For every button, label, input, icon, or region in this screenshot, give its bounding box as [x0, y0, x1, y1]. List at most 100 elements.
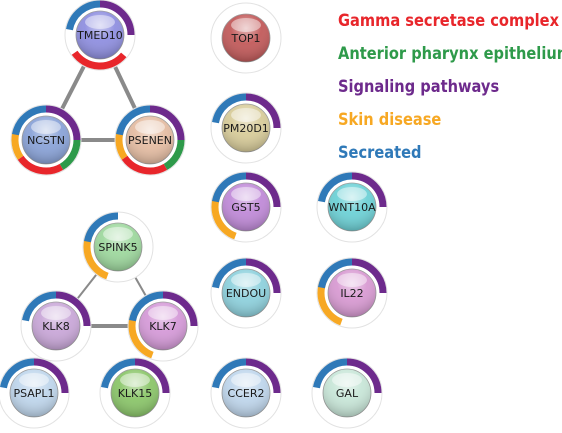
annotation-arc-gamma-secretase-complex [17, 155, 64, 175]
annotation-arc-secreated [318, 258, 353, 289]
annotation-arc-signaling-pathways [162, 291, 198, 327]
annotation-arc-secreated [101, 358, 136, 389]
node-ball-highlight [19, 373, 49, 387]
annotation-arc-signaling-pathways [134, 358, 170, 394]
annotation-arc-gamma-secretase-complex [71, 50, 127, 70]
node-ball-shine [76, 11, 124, 59]
annotation-arc-secreated [22, 291, 57, 322]
node-ccer2[interactable]: CCER2 [210, 357, 282, 429]
node-ball-shine [139, 302, 187, 350]
node-label: GST5 [231, 201, 260, 214]
node-ball-shine [22, 116, 70, 164]
annotation-arc-signaling-pathways [351, 258, 387, 294]
node-psapl1[interactable]: PSAPL1 [0, 357, 70, 429]
node-tmed10[interactable]: TMED10 [64, 0, 136, 71]
annotation-arc-secreated [116, 105, 151, 136]
node-label: KLK15 [118, 387, 153, 400]
node-pm20d1[interactable]: PM20D1 [210, 92, 282, 164]
annotation-arc-signaling-pathways [346, 358, 382, 394]
annotation-arc-secreated [129, 291, 164, 322]
node-ncstn[interactable]: NCSTN [10, 104, 82, 176]
node-label: KLK7 [149, 320, 177, 333]
node-klk8[interactable]: KLK8 [20, 290, 92, 362]
node-ball-highlight [231, 373, 261, 387]
node-label: NCSTN [27, 134, 65, 147]
annotation-arc-secreated [12, 105, 47, 136]
node-ball-shine [222, 14, 270, 62]
node-ball-shine [328, 183, 376, 231]
node-wnt10a[interactable]: WNT10A [316, 171, 388, 243]
annotation-arc-secreated [318, 172, 353, 203]
annotation-arc-signaling-pathways [149, 105, 185, 141]
annotation-arc-signaling-pathways [245, 93, 281, 129]
node-label: PSENEN [128, 134, 172, 147]
legend: Gamma secretase complex Anterior pharynx… [338, 5, 562, 170]
node-ball-highlight [231, 187, 261, 201]
node-ball-shine [323, 369, 371, 417]
annotation-arc-secreated [313, 358, 348, 389]
node-endou[interactable]: ENDOU [210, 257, 282, 329]
node-gal[interactable]: GAL [311, 357, 383, 429]
annotation-arc-signaling-pathways [45, 105, 81, 141]
node-ball-highlight [231, 273, 261, 287]
node-ball-shine [222, 369, 270, 417]
node-ball-highlight [332, 373, 362, 387]
node-ball-highlight [31, 120, 61, 134]
annotation-arc-secreated [212, 258, 247, 289]
annotation-arc-signaling-pathways [245, 358, 281, 394]
annotation-arc-signaling-pathways [351, 172, 387, 208]
node-ball-shine [94, 223, 142, 271]
node-label: PM20D1 [223, 122, 269, 135]
node-ball-highlight [120, 373, 150, 387]
node-ball-highlight [231, 18, 261, 32]
node-ball-shine [10, 369, 58, 417]
node-ball-highlight [231, 108, 261, 122]
node-gst5[interactable]: GST5 [210, 171, 282, 243]
annotation-arc-secreated [212, 358, 247, 389]
node-label: ENDOU [226, 287, 266, 300]
node-ball-highlight [337, 273, 367, 287]
annotation-arc-anterior-pharynx-epithelium [163, 139, 185, 170]
annotation-arc-secreated [0, 358, 35, 389]
node-top1[interactable]: TOP1 [210, 2, 282, 74]
annotation-arc-signaling-pathways [33, 358, 69, 394]
node-label: PSAPL1 [13, 387, 54, 400]
legend-item-gamma-secretase-complex: Gamma secretase complex [338, 11, 560, 31]
node-label: KLK8 [42, 320, 70, 333]
legend-item-skin-disease: Skin disease [338, 110, 442, 130]
node-ball-highlight [135, 120, 165, 134]
node-klk7[interactable]: KLK7 [127, 290, 199, 362]
node-psenen[interactable]: PSENEN [114, 104, 186, 176]
annotation-arc-anterior-pharynx-epithelium [59, 139, 81, 170]
annotation-arc-secreated [212, 93, 247, 124]
node-label: TOP1 [230, 32, 260, 45]
legend-item-anterior-pharynx-epithelium: Anterior pharynx epithelium [338, 44, 562, 64]
node-label: WNT10A [328, 201, 376, 214]
legend-item-signaling-pathways: Signaling pathways [338, 77, 500, 97]
node-ball-highlight [148, 306, 178, 320]
node-ball-shine [111, 369, 159, 417]
annotation-arc-signaling-pathways [245, 172, 281, 208]
node-ball-shine [222, 104, 270, 152]
node-label: GAL [336, 387, 359, 400]
annotation-arc-gamma-secretase-complex [121, 155, 168, 175]
node-klk15[interactable]: KLK15 [99, 357, 171, 429]
annotation-arc-signaling-pathways [99, 0, 135, 36]
node-ball-highlight [337, 187, 367, 201]
legend-item-secreated: Secreated [338, 143, 422, 163]
node-label: TMED10 [76, 29, 123, 42]
annotation-arc-secreated [66, 0, 101, 31]
node-spink5[interactable]: SPINK5 [82, 211, 154, 283]
node-ball-shine [328, 269, 376, 317]
node-ball-shine [222, 269, 270, 317]
annotation-arc-secreated [84, 212, 119, 243]
node-ball-shine [126, 116, 174, 164]
node-label: IL22 [340, 287, 363, 300]
annotation-arc-secreated [212, 172, 247, 203]
node-ball-highlight [85, 15, 115, 29]
node-il22[interactable]: IL22 [316, 257, 388, 329]
edges-layer [44, 34, 164, 328]
node-ball-shine [222, 183, 270, 231]
